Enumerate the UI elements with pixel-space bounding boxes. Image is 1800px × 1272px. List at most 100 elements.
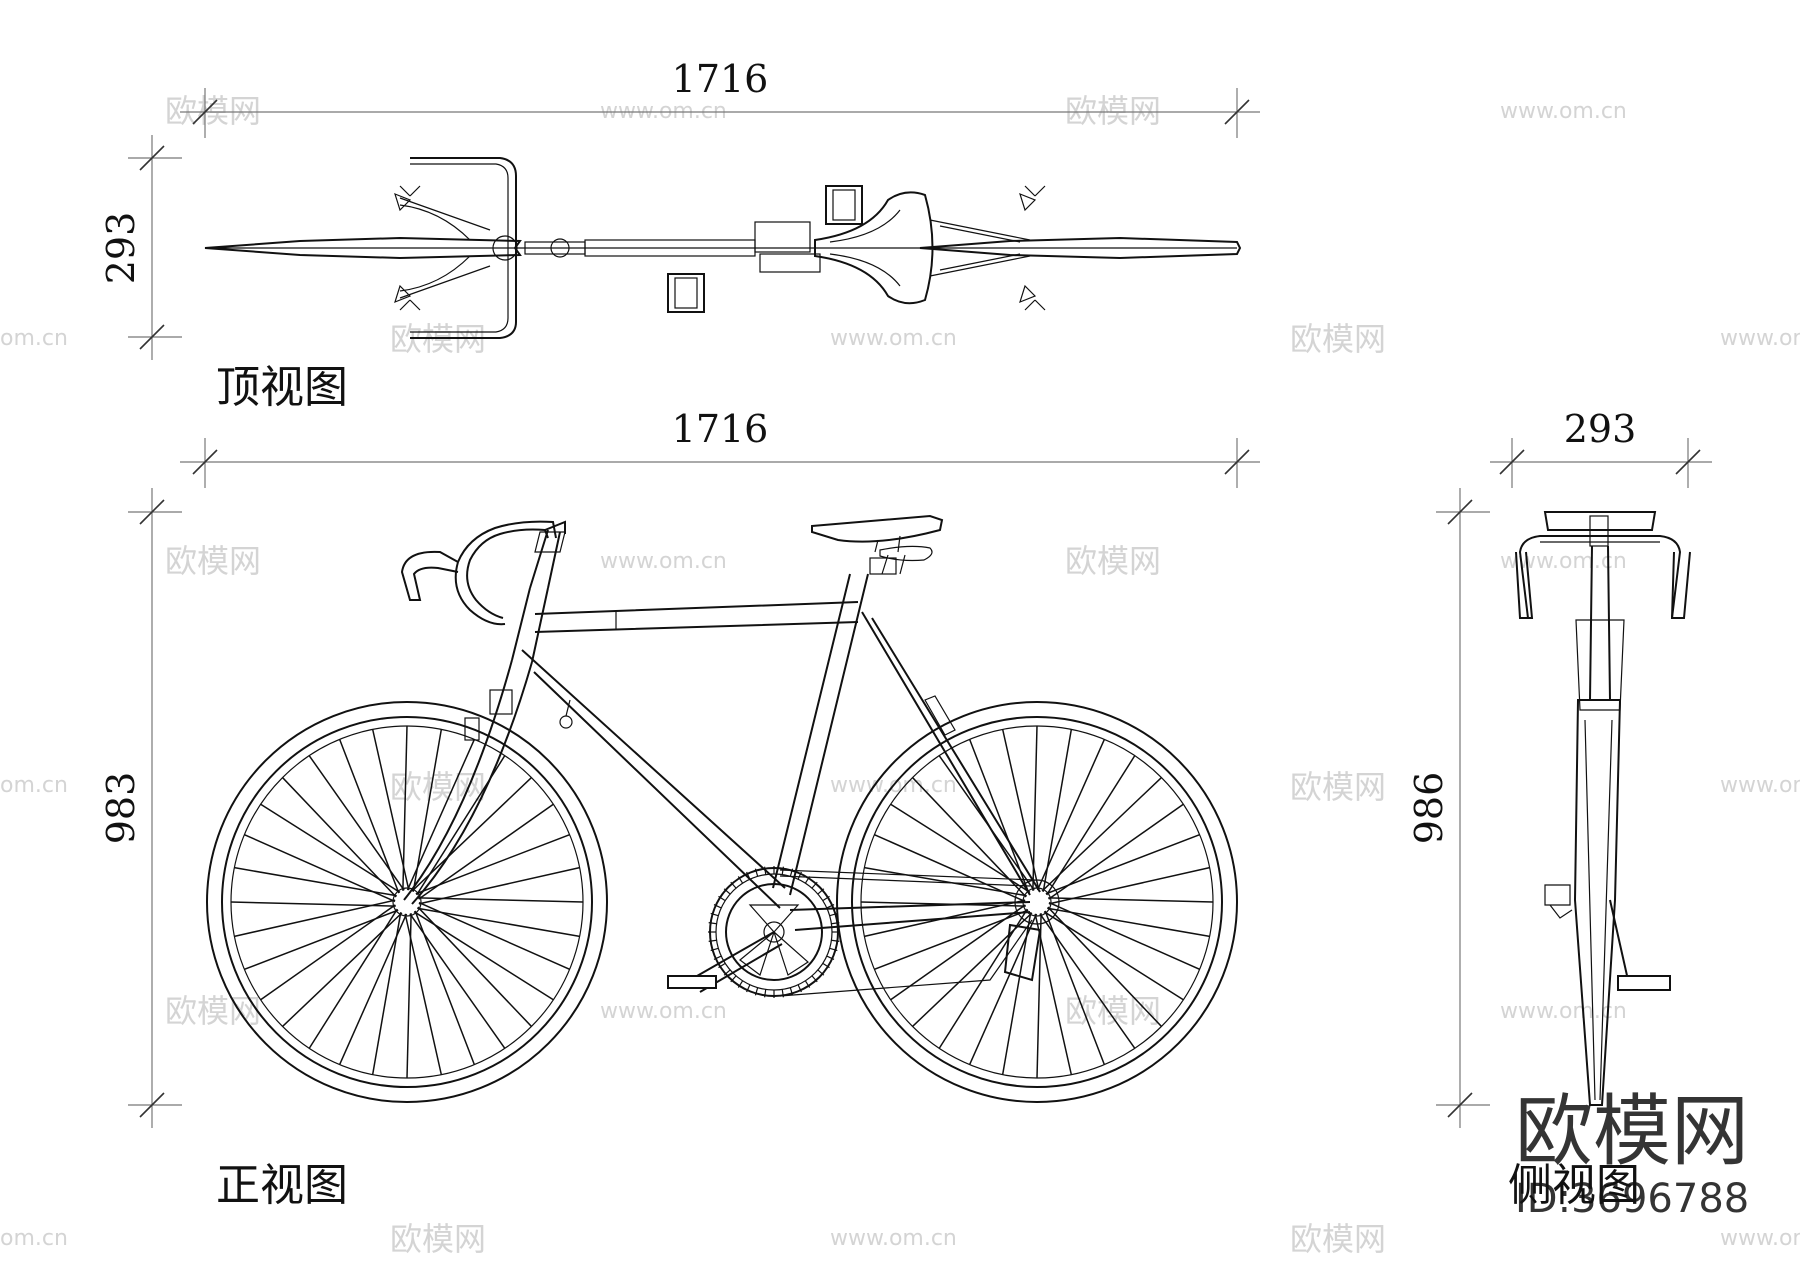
wheel-spoke [230, 901, 396, 907]
top-length-value: 1716 [672, 57, 769, 101]
wheel-spoke [404, 913, 443, 1075]
watermark-url: www.om.cn [600, 549, 727, 574]
watermark-cn: 欧模网 [165, 542, 261, 580]
wheel-spoke [938, 908, 1028, 1049]
chainring-tooth [797, 871, 802, 880]
watermark-cn: 欧模网 [390, 1220, 486, 1258]
wheel-spoke [406, 913, 412, 1079]
top-width-value: 293 [99, 212, 143, 285]
front-length-value: 1716 [672, 407, 769, 451]
wheel-spoke [912, 777, 1027, 898]
chainring-tooth [754, 868, 759, 877]
wheel-spoke [260, 803, 401, 893]
wheel-spoke [890, 904, 1026, 1001]
watermark-cn: 欧模网 [1065, 92, 1161, 130]
chainring-tooth [764, 989, 767, 998]
wheel-spoke [1048, 803, 1184, 900]
chainring-tooth [730, 975, 737, 983]
side-width-dimension: 293 [1490, 407, 1712, 488]
side-view: 293 986 [1407, 407, 1712, 1128]
wheel-spoke [968, 739, 1030, 894]
drivetrain [667, 866, 1060, 998]
chainring-tooth [708, 922, 717, 925]
chainring-tooth [811, 881, 818, 889]
watermark-url: www.om.cn [830, 1226, 957, 1251]
watermark-url: www.om.cn [1500, 99, 1627, 124]
watermark-cn: 欧模网 [1290, 1220, 1386, 1258]
wheel-spoke [1036, 739, 1106, 891]
saddle-top [814, 191, 934, 305]
wheel-spoke [890, 803, 1031, 893]
wheel-spoke [418, 901, 570, 971]
rear-wheel-top [919, 236, 1242, 260]
side-height-dimension: 986 [1407, 488, 1490, 1128]
chainring-tooth [829, 947, 838, 952]
wheel-spoke [371, 912, 402, 1075]
wheel-spoke [1001, 729, 1040, 891]
chainring-tooth [817, 888, 825, 895]
watermark-cn: 欧模网 [1065, 992, 1161, 1030]
front-view: 1716 983 [99, 407, 1260, 1128]
pedal-top-upper [825, 185, 863, 225]
chainring-tooth [710, 912, 719, 917]
wheel-spoke [1036, 913, 1042, 1079]
side-view-label: 侧视图 [1508, 1160, 1640, 1211]
watermark-cn: 欧模网 [1290, 768, 1386, 806]
brand-logo-text: 欧模网 [1515, 1087, 1749, 1177]
wheel-spoke [1045, 833, 1200, 895]
chainring-tooth [723, 969, 731, 976]
front-height-dimension: 983 [99, 488, 182, 1128]
wheel-spoke [864, 866, 1027, 897]
wheel-spoke [1001, 912, 1032, 1075]
watermark-layer: 欧模网 www.om.cn 欧模网 www.om.cn om.cn 欧模网 ww… [0, 92, 1800, 1258]
watermark-url: om.cn [0, 773, 68, 798]
top-view: 1716 293 [99, 57, 1260, 360]
wheel-spoke [1046, 755, 1136, 896]
side-width-value: 293 [1564, 407, 1637, 451]
wheel-spoke [1044, 910, 1106, 1065]
chainring-tooth [723, 888, 731, 895]
wheel-spoke [244, 909, 399, 971]
watermark-url: om.cn [0, 1226, 68, 1251]
chainring-tooth [811, 975, 818, 983]
rear-wheel [836, 701, 1238, 1103]
handlebar-front [454, 520, 557, 626]
wheel-spoke [409, 913, 506, 1049]
watermark-cn: 欧模网 [165, 92, 261, 130]
pedal-top-lower [667, 273, 705, 313]
chainring-tooth [737, 980, 744, 988]
handlebar-side [1518, 535, 1682, 619]
watermark-url: www.om.cn [1720, 773, 1800, 798]
watermark-url: www.om.cn [600, 999, 727, 1024]
wheel-spoke [418, 803, 554, 900]
top-view-label: 顶视图 [216, 362, 348, 413]
chainring-tooth [797, 984, 802, 993]
watermark-url: om.cn [0, 326, 68, 351]
wheel-spoke [234, 899, 396, 938]
saddle-front [811, 514, 944, 575]
chainring-tooth [710, 947, 719, 952]
chainring-tooth [764, 866, 767, 875]
chainring-tooth [708, 939, 717, 942]
wheel-spoke [1047, 907, 1210, 938]
wheel-spoke [418, 866, 580, 905]
bike-frame [403, 529, 1041, 931]
watermark-url: www.om.cn [1720, 1226, 1800, 1251]
wheel-spoke [413, 911, 554, 1001]
wheel-spoke [417, 906, 532, 1027]
top-length-dimension: 1716 [180, 57, 1260, 138]
wheel-spoke [414, 910, 476, 1065]
chainring-tooth [829, 912, 838, 917]
wheel-spoke [406, 739, 476, 891]
brand-id-text: ID:3696788 [1515, 1176, 1749, 1222]
wheel-spoke [1034, 913, 1073, 1075]
watermark-cn: 欧模网 [165, 992, 261, 1030]
wheel-spoke [338, 913, 408, 1065]
watermark-url: www.om.cn [1500, 999, 1627, 1024]
chainring-tooth [713, 904, 722, 909]
chainring-tooth [826, 904, 835, 909]
wheel-spoke [417, 907, 580, 938]
wheel-spoke [244, 833, 396, 903]
wheel-spoke [1043, 911, 1184, 1001]
front-wheel [206, 701, 608, 1103]
